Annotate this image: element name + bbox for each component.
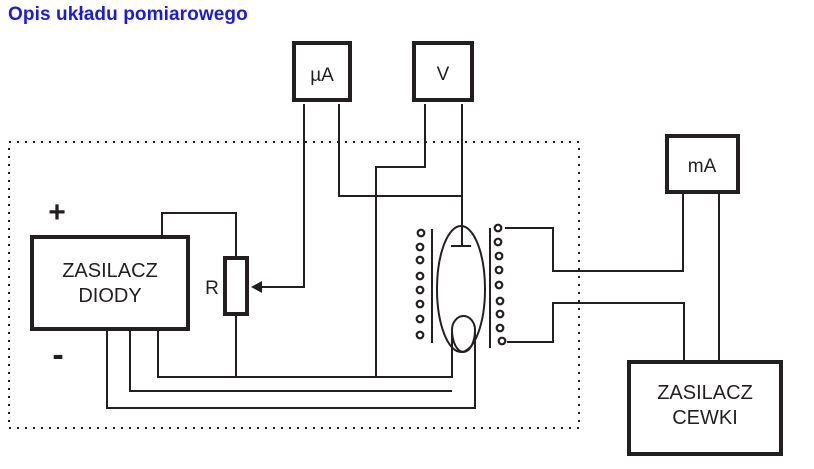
milliammeter-label: mA (688, 156, 717, 177)
coil-supply: ZASILACZ CEWKI (627, 360, 783, 456)
diode-supply-label-line2: DIODY (78, 285, 141, 307)
microammeter-label: µA (310, 65, 334, 86)
wiper-arrow-icon (251, 281, 262, 293)
page-title: Opis układu pomiarowego (8, 4, 248, 25)
dotted-enclosure (8, 141, 580, 429)
wire-coil-bottom (507, 302, 685, 362)
coil-left-turns (415, 228, 426, 340)
coil-right-turns (493, 223, 507, 346)
voltmeter-label: V (437, 64, 450, 85)
wire-coil-top (505, 192, 684, 272)
microammeter: µA (292, 41, 352, 102)
wire-rail-2 (129, 330, 452, 392)
diode-supply: ZASILACZ DIODY (30, 235, 190, 331)
wire-microammeter-to-anode (338, 104, 461, 197)
wire-supply-to-resistor-top (161, 212, 237, 258)
milliammeter: mA (665, 134, 740, 194)
wire-microammeter-to-wiper (256, 104, 305, 288)
potentiometer: R (205, 256, 249, 316)
diode-cathode-loop (451, 329, 476, 353)
diode-cathode-filament (451, 315, 476, 348)
plus-sign: + (48, 196, 66, 229)
wire-voltmeter-left (375, 104, 426, 377)
coil-supply-label-line1: ZASILACZ (657, 382, 753, 404)
wire-rail-3 (106, 330, 476, 409)
voltmeter: V (412, 41, 474, 102)
wire-rail-1 (157, 330, 453, 378)
diode-supply-label-line1: ZASILACZ (62, 260, 158, 282)
minus-sign: - (52, 336, 63, 374)
coil-supply-label-line2: CEWKI (672, 407, 738, 429)
resistor-label: R (205, 278, 219, 299)
